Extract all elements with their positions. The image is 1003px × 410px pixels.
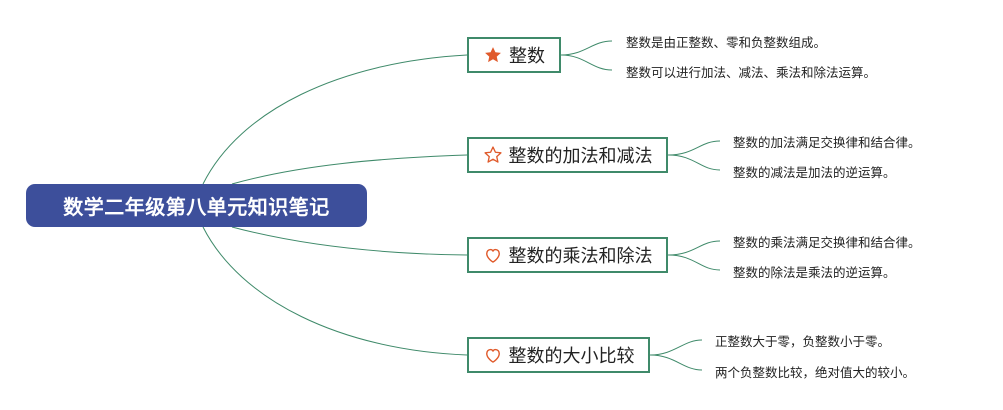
branch-node-integers[interactable]: 整数 (467, 37, 561, 73)
connector-branch-4-note-1 (649, 339, 703, 356)
connector-branch-3-note-2 (667, 254, 721, 271)
connector-branch-4-note-2 (649, 354, 703, 371)
note-addition-subtraction-2: 整数的减法是加法的逆运算。 (733, 165, 896, 180)
heart-outline-icon (485, 248, 500, 263)
root-topic[interactable]: 数学二年级第八单元知识笔记 (26, 184, 367, 227)
note-multiplication-division-1: 整数的乘法满足交换律和结合律。 (733, 235, 921, 250)
branch-node-multiplication-division[interactable]: 整数的乘法和除法 (467, 237, 668, 273)
note-addition-subtraction-1: 整数的加法满足交换律和结合律。 (733, 135, 921, 150)
branch-title: 整数 (509, 46, 545, 67)
connector-branch-3-note-1 (667, 240, 721, 256)
connector-branch-1-note-1 (560, 40, 613, 56)
branch-title: 整数的加法和减法 (508, 146, 653, 167)
connector-branch-2-note-2 (667, 154, 721, 171)
branch-node-comparison[interactable]: 整数的大小比较 (467, 337, 650, 373)
root-topic-label: 数学二年级第八单元知识笔记 (63, 195, 330, 219)
connector-branch-2-note-1 (667, 140, 721, 156)
connector-root-branch-1 (202, 54, 468, 185)
note-integers-2: 整数可以进行加法、减法、乘法和除法运算。 (626, 65, 877, 80)
note-comparison-1: 正整数大于零，负整数小于零。 (715, 334, 891, 349)
connector-root-branch-2 (231, 154, 468, 185)
star-outline-icon (483, 146, 502, 163)
note-comparison-2: 两个负整数比较，绝对值大的较小。 (715, 365, 916, 380)
star-filled-icon (485, 47, 501, 63)
note-integers-1: 整数是由正整数、零和负整数组成。 (626, 35, 827, 50)
connector-root-branch-4 (202, 226, 468, 356)
branch-title: 整数的乘法和除法 (508, 246, 653, 267)
branch-title: 整数的大小比较 (508, 346, 635, 367)
note-multiplication-division-2: 整数的除法是乘法的逆运算。 (733, 265, 896, 280)
heart-outline-icon (485, 348, 500, 363)
branch-node-addition-subtraction[interactable]: 整数的加法和减法 (467, 137, 668, 173)
connector-root-branch-3 (231, 226, 468, 256)
connector-branch-1-note-2 (560, 54, 613, 71)
